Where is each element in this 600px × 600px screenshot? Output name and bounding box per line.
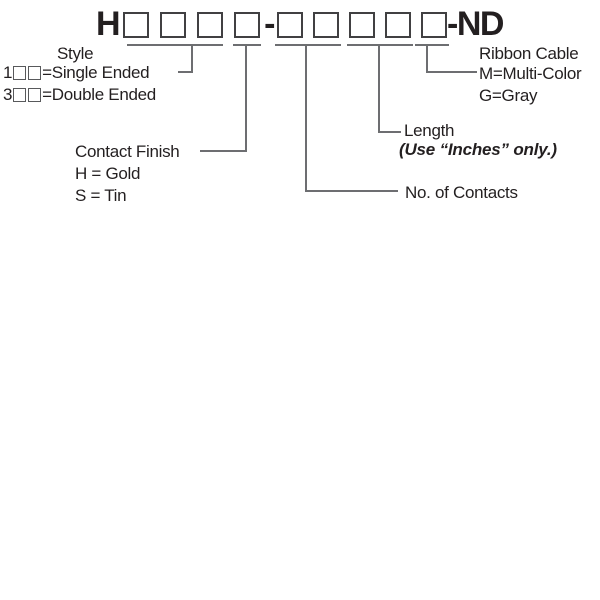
- length-note: (Use “Inches” only.): [399, 140, 557, 159]
- digit-box-style-3: [197, 12, 223, 38]
- length-drop-line: [378, 44, 380, 133]
- digit-box-contacts-2: [313, 12, 339, 38]
- style-title: Style: [57, 44, 94, 63]
- style-option-1-code: 1: [3, 63, 13, 82]
- finish-bracket-line: [233, 44, 261, 46]
- part-number-prefix: H: [96, 5, 121, 43]
- digit-box-length-1: [349, 12, 375, 38]
- style-option-1-box-1: [13, 66, 27, 80]
- contact-finish-option-gold: H = Gold: [75, 164, 141, 183]
- contact-finish-title: Contact Finish: [75, 142, 180, 161]
- contacts-elbow-line: [305, 190, 398, 192]
- part-number-suffix: -ND: [447, 5, 504, 43]
- digit-box-style-2: [160, 12, 186, 38]
- style-option-1-box-2: [28, 66, 42, 80]
- part-number-separator: -: [264, 5, 275, 43]
- digit-box-style-1: [123, 12, 149, 38]
- length-title: Length: [404, 121, 455, 140]
- digit-box-ribbon: [421, 12, 447, 38]
- style-option-single-ended: 1 =Single Ended: [3, 63, 150, 83]
- style-option-1-label: =Single Ended: [42, 63, 150, 82]
- finish-drop-line: [245, 44, 247, 152]
- digit-box-contacts-1: [277, 12, 303, 38]
- ribbon-cable-title: Ribbon Cable: [479, 44, 579, 63]
- finish-elbow-line: [200, 150, 247, 152]
- contacts-bracket-line: [275, 44, 341, 46]
- style-option-double-ended: 3 =Double Ended: [3, 85, 156, 105]
- digit-box-length-2: [385, 12, 411, 38]
- length-elbow-line: [378, 131, 401, 133]
- contacts-drop-line: [305, 44, 307, 192]
- style-bracket-line: [127, 44, 223, 46]
- length-bracket-line: [347, 44, 413, 46]
- style-elbow-line: [178, 71, 193, 73]
- ribbon-cable-option-multicolor: M=Multi-Color: [479, 64, 582, 83]
- contacts-label: No. of Contacts: [405, 183, 518, 202]
- ribbon-drop-line: [426, 44, 428, 73]
- style-option-2-box-2: [28, 88, 42, 102]
- ribbon-bracket-line: [415, 44, 449, 46]
- style-option-2-box-1: [13, 88, 27, 102]
- style-drop-line: [191, 44, 193, 73]
- ribbon-elbow-line: [426, 71, 477, 73]
- contact-finish-option-tin: S = Tin: [75, 186, 127, 205]
- digit-box-finish: [234, 12, 260, 38]
- style-option-2-label: =Double Ended: [42, 85, 156, 104]
- style-option-2-code: 3: [3, 85, 13, 104]
- ribbon-cable-option-gray: G=Gray: [479, 86, 538, 105]
